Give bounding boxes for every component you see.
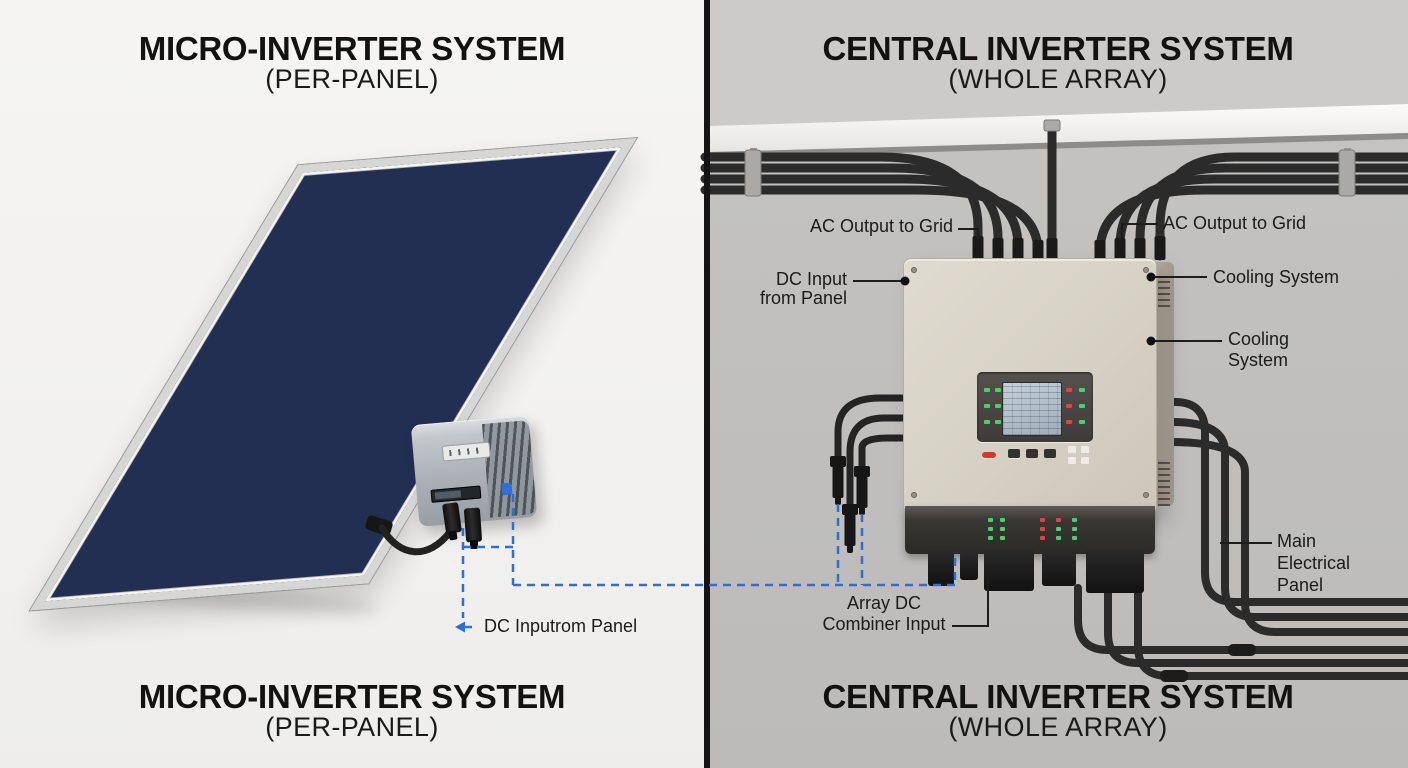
mc4-tip xyxy=(835,497,841,505)
gland-center xyxy=(1046,238,1058,260)
mc4-ring xyxy=(842,504,858,515)
callout-line: from Panel xyxy=(759,288,847,308)
callout-ac-output-left: AC Output to Grid xyxy=(809,216,953,236)
cooling-vent-lower xyxy=(1158,460,1170,506)
status-leds-green xyxy=(984,388,990,392)
callout-line: DC Input xyxy=(775,269,847,289)
callout-line: Cooling xyxy=(1228,329,1290,349)
callout-line: Electrical xyxy=(1277,553,1351,573)
band-leds-green xyxy=(988,518,993,522)
gland xyxy=(1154,236,1166,260)
mc4-body xyxy=(832,466,844,498)
gland xyxy=(1094,240,1106,260)
screw-icon xyxy=(911,267,917,273)
wall-upper-band xyxy=(710,0,1408,126)
dashed-arrowhead-icon xyxy=(455,621,465,633)
screw-icon xyxy=(1143,492,1149,498)
power-button xyxy=(982,452,996,458)
status-leds-mixed xyxy=(1066,388,1072,392)
callout-array-dc-combiner: Array DC Combiner Input xyxy=(789,593,979,635)
right-subtitle-bottom: (WHOLE ARRAY) xyxy=(948,712,1168,742)
mc4-body xyxy=(856,476,868,508)
conduit-brackets xyxy=(744,119,1356,197)
left-subtitle-bottom: (PER-PANEL) xyxy=(265,712,439,742)
pointer-ac-right xyxy=(1121,223,1158,245)
menu-buttons xyxy=(1008,449,1020,458)
right-title-bottom: CENTRAL INVERTER SYSTEM xyxy=(822,678,1294,715)
bracket-clamp xyxy=(744,149,762,197)
terminal-block xyxy=(1086,549,1144,593)
mc4-body xyxy=(844,514,856,546)
screw-icon xyxy=(911,492,917,498)
gland xyxy=(1134,238,1146,260)
cable-coupler xyxy=(1228,644,1256,656)
bracket-clamp-center xyxy=(1043,119,1061,132)
dc-connection-dashed-path xyxy=(461,494,957,629)
left-title-bottom: MICRO-INVERTER SYSTEM xyxy=(138,678,566,715)
gland xyxy=(1032,240,1044,260)
callout-line: Array DC xyxy=(846,593,921,613)
pointer-dot xyxy=(1146,272,1156,282)
mc4-connectors xyxy=(830,456,870,553)
right-subtitle-top: (WHOLE ARRAY) xyxy=(948,64,1168,94)
callout-dc-input-from-panel: DC Input from Panel xyxy=(737,270,847,308)
mc4-tip xyxy=(859,507,865,515)
pointer-array-dc xyxy=(952,570,989,627)
ac-cable xyxy=(1153,438,1408,636)
gland xyxy=(1012,238,1024,260)
callout-dc-input-micro: DC Inputrom Panel xyxy=(484,616,638,636)
mc4-ring xyxy=(854,466,870,477)
ac-output-cables xyxy=(1074,398,1408,680)
bracket-clamp xyxy=(1338,149,1356,197)
left-title-top: MICRO-INVERTER SYSTEM xyxy=(138,30,566,67)
screw-icon xyxy=(1143,267,1149,273)
pointer-dot xyxy=(900,276,910,286)
callout-line: System xyxy=(1228,350,1289,370)
callout-pointers xyxy=(853,223,1272,627)
micro-inverter-cable xyxy=(378,524,454,556)
mc4-tip xyxy=(847,545,853,553)
ledge-shadow xyxy=(710,133,1408,158)
ac-output-gland-left xyxy=(972,236,984,260)
terminal-block xyxy=(1042,552,1076,586)
pointer-ac-left xyxy=(958,228,979,247)
terminal-block xyxy=(960,552,978,580)
callout-cooling-system: Cooling System xyxy=(1213,267,1340,287)
right-title-top: CENTRAL INVERTER SYSTEM xyxy=(822,30,1294,67)
micro-inverter-connector-tip xyxy=(470,540,478,549)
callout-line: Main xyxy=(1277,531,1317,551)
inverter-lcd-screen xyxy=(1002,382,1062,436)
cable-coupler xyxy=(1160,670,1188,682)
band-leds-mixed xyxy=(1040,518,1045,522)
indicator-buttons xyxy=(1068,446,1076,453)
terminal-block xyxy=(928,550,954,586)
dc-cable xyxy=(846,414,909,512)
dc-cable xyxy=(834,394,909,464)
pointer-dots xyxy=(900,272,1156,346)
cooling-vent-upper xyxy=(1158,277,1170,307)
inverter-top-glands xyxy=(972,236,1166,260)
section-divider xyxy=(704,0,710,768)
terminal-block xyxy=(984,549,1034,591)
left-subtitle-top: (PER-PANEL) xyxy=(265,64,439,94)
dc-input-cables xyxy=(834,394,909,512)
pointer-dot xyxy=(1146,336,1156,346)
callout-main-electrical-panel: Main Electrical Panel xyxy=(1277,530,1350,596)
gland xyxy=(992,238,1004,260)
callout-ac-output-right: AC Output to Grid xyxy=(1163,213,1307,233)
central-inverter-side-panel xyxy=(1155,262,1174,506)
callout-cooling-system-side: Cooling System xyxy=(1228,329,1289,371)
mc4-ring xyxy=(830,456,846,467)
callout-line: Combiner Input xyxy=(822,614,946,634)
dc-cable xyxy=(858,434,909,474)
inverter-connection-band xyxy=(905,506,1155,554)
callout-line: Panel xyxy=(1277,575,1324,595)
